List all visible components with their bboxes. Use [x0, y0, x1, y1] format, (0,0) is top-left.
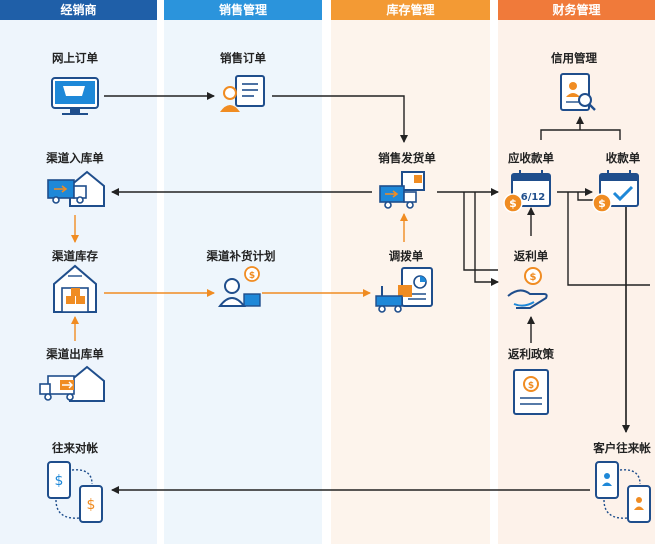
lane-sales-header: 销售管理: [164, 0, 322, 20]
label-sales-order: 销售订单: [220, 51, 266, 65]
label-sales-delivery: 销售发货单: [378, 151, 436, 165]
truck-warehouse-outbound-icon: [39, 365, 105, 402]
lane-sales: 销售管理: [164, 0, 322, 544]
phones-person-icon: [595, 461, 651, 523]
warehouse-icon: [53, 264, 97, 313]
label-online-order: 网上订单: [52, 51, 98, 65]
line-delivery-branch-a: [463, 192, 498, 271]
replenish-person-icon: $: [217, 266, 261, 307]
phones-dollar-icon: $ $: [47, 461, 103, 523]
monitor-cart-icon: [51, 77, 99, 115]
svg-text:$: $: [528, 381, 534, 391]
truck-warehouse-inbound-icon: [47, 170, 105, 207]
svg-text:$: $: [87, 497, 96, 513]
label-channel-replenish: 渠道补货计划: [206, 249, 276, 263]
label-rebate: 返利单: [513, 249, 549, 263]
lane-dealer-header: 经销商: [0, 0, 157, 20]
line-credit-bracket: [540, 129, 621, 140]
svg-text:$: $: [530, 272, 537, 283]
credit-profile-icon: [560, 73, 596, 111]
line-receivable-branch: [567, 192, 650, 286]
arrow-sales-order-to-delivery: [272, 95, 408, 143]
label-dealer-account: 往来对帐: [52, 441, 98, 455]
calendar-check-icon: $: [592, 170, 639, 213]
label-receipt: 收款单: [605, 151, 641, 165]
svg-text:$: $: [55, 473, 64, 489]
svg-text:$: $: [509, 197, 517, 210]
calendar-coin-icon: 6/12 $: [503, 170, 551, 213]
lane-inventory-header: 库存管理: [331, 0, 490, 20]
forklift-document-icon: [375, 267, 433, 313]
hand-coin-icon: $: [507, 267, 548, 309]
label-channel-outbound: 渠道出库单: [46, 347, 104, 361]
line-receipt-down: [577, 192, 627, 432]
sales-order-icon: [220, 75, 265, 112]
label-channel-stock: 渠道库存: [52, 249, 98, 263]
label-receivable: 应收款单: [508, 151, 554, 165]
label-rebate-policy: 返利政策: [508, 347, 554, 361]
label-credit-mgmt: 信用管理: [551, 51, 597, 65]
policy-document-icon: $: [513, 369, 549, 415]
svg-text:$: $: [598, 197, 606, 210]
label-channel-inbound: 渠道入库单: [46, 151, 104, 165]
svg-text:$: $: [249, 271, 255, 281]
delivery-truck-box-icon: [379, 171, 425, 209]
lane-finance-header: 财务管理: [498, 0, 655, 20]
arrow-delivery-to-rebate: [474, 192, 499, 286]
label-customer-account: 客户往来帐: [593, 441, 651, 455]
label-transfer: 调拨单: [388, 249, 424, 263]
lane-sales-bg: [164, 20, 322, 544]
calendar-date: 6/12: [521, 192, 546, 203]
